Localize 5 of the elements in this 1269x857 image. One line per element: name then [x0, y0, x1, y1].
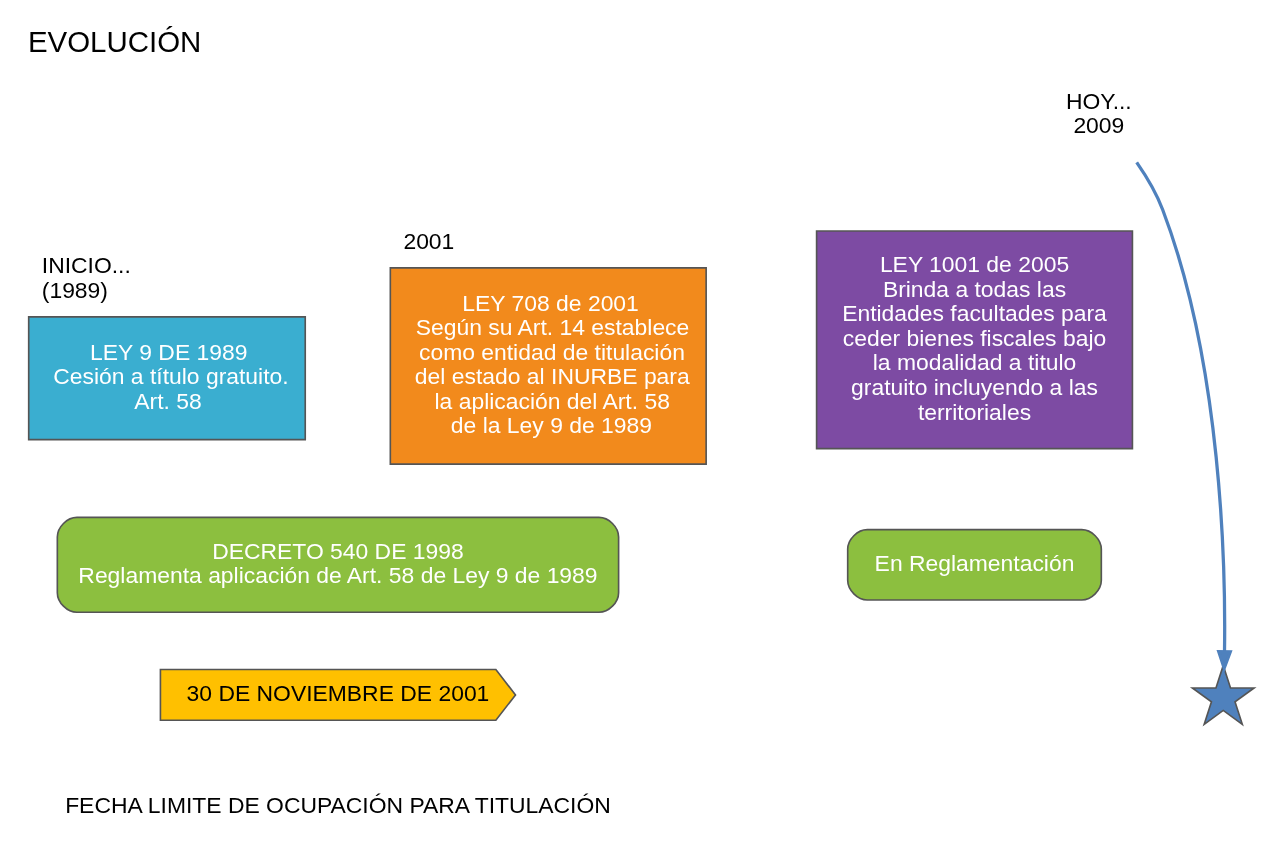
node-text: HOY... 2009 — [1066, 87, 1132, 138]
node-label: FECHA LIMITE DE OCUPACIÓN PARA TITULACIÓN — [65, 791, 611, 818]
node-label: INICIO... (1989) — [41, 251, 131, 303]
node-label: 2001 — [403, 227, 455, 254]
diagram-title: EVOLUCIÓN — [27, 24, 202, 58]
